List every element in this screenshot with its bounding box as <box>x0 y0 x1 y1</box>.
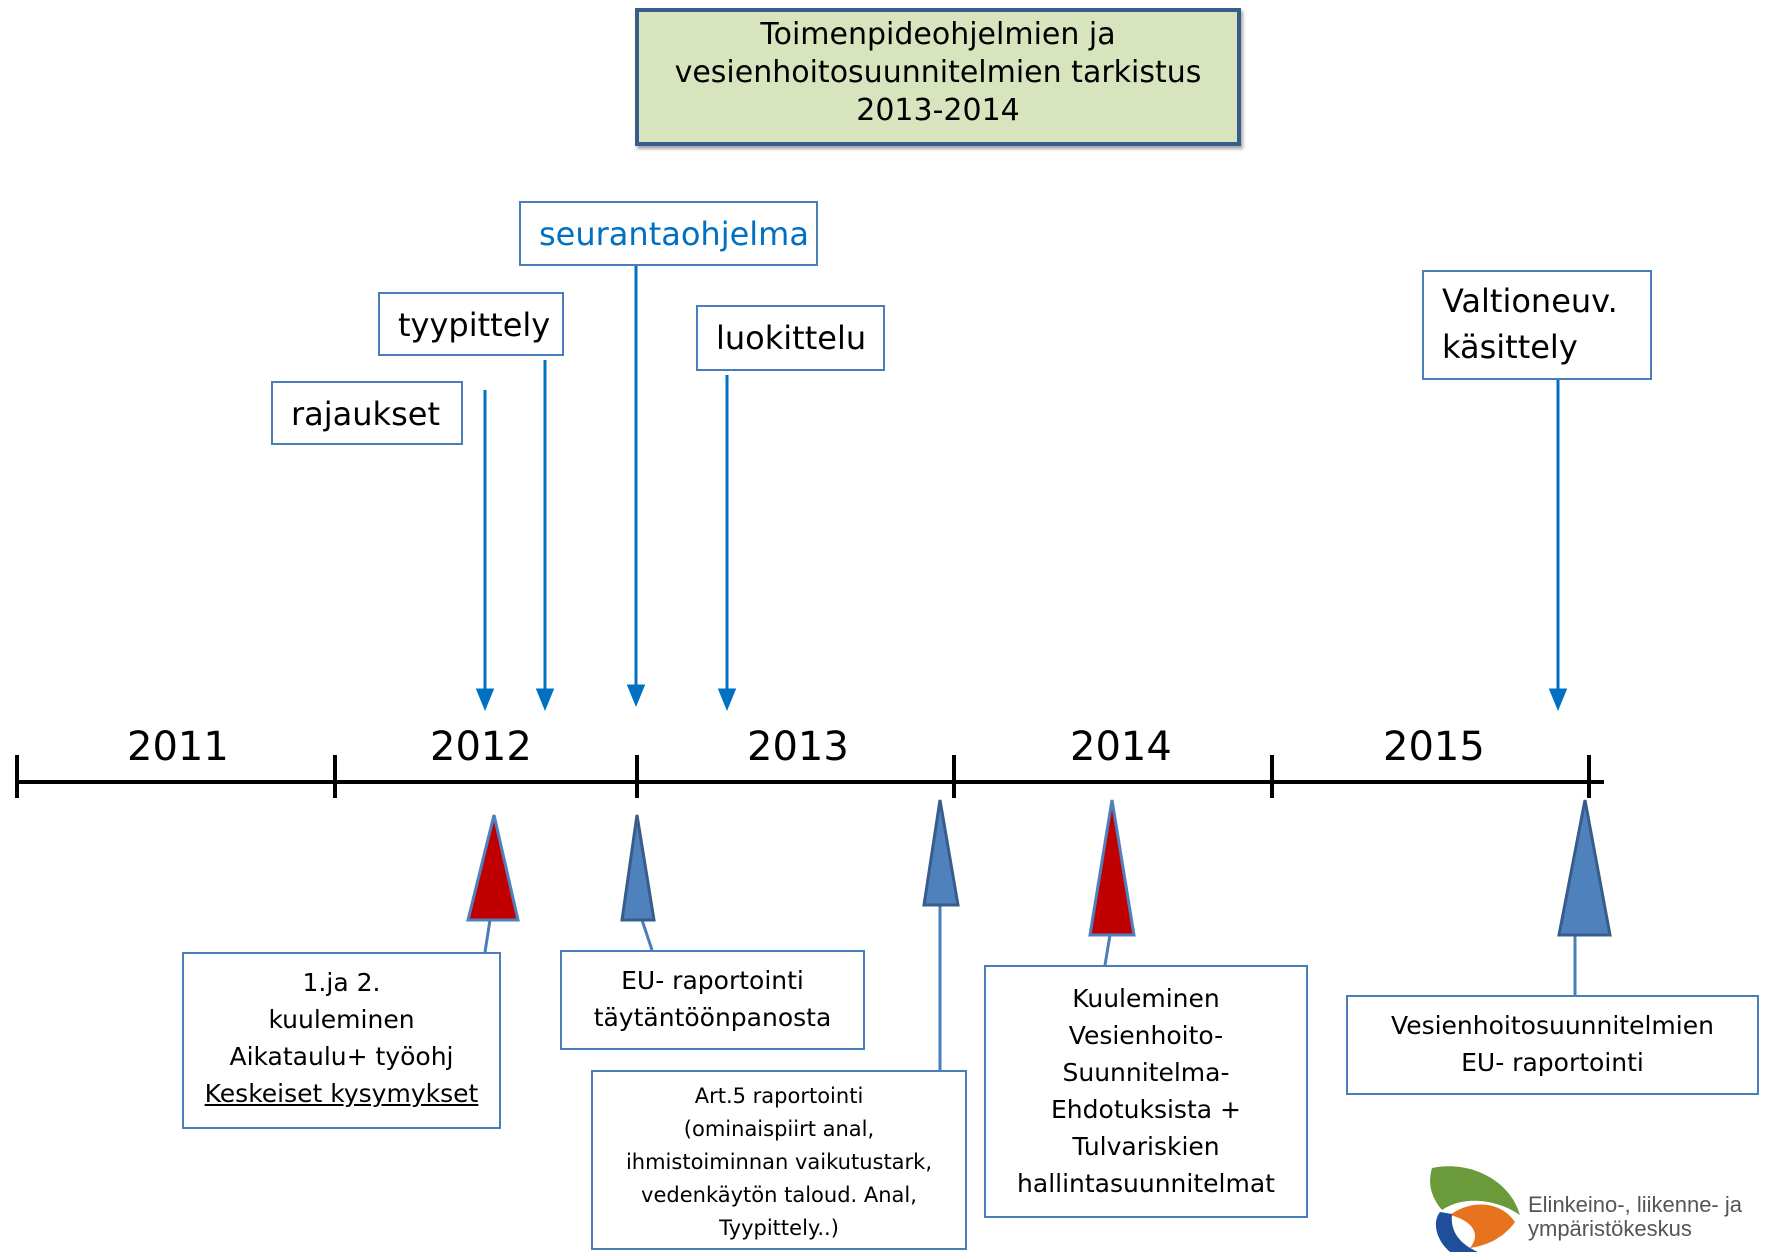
kuuleminen-1-box: 1.ja 2. kuuleminen Aikataulu+ työohj Kes… <box>182 952 501 1129</box>
title-line-2: vesienhoitosuunnitelmien tarkistus <box>674 55 1202 90</box>
label-rajaukset: rajaukset <box>291 395 440 433</box>
art5-line-4: vedenkäytön taloud. Anal, <box>641 1183 917 1207</box>
logo-text-line-1: Elinkeino-, liikenne- ja <box>1528 1192 1742 1217</box>
arrow-head-seurantaohjelma <box>626 684 646 707</box>
kuuleminen-1-line-1: 1.ja 2. <box>302 968 381 997</box>
down-arrows <box>475 265 1568 711</box>
vhs-eu-line-1: Vesienhoitosuunnitelmien <box>1391 1011 1714 1040</box>
red-triangle-2012 <box>466 814 520 922</box>
arrow-head-valtioneuv <box>1548 688 1568 711</box>
label-luokittelu: luokittelu <box>716 319 867 357</box>
label-rajaukset-box: rajaukset <box>271 381 463 445</box>
kuuleminen-1-line-3: Aikataulu+ työohj <box>229 1042 454 1071</box>
year-2011: 2011 <box>127 724 229 770</box>
year-2015: 2015 <box>1383 724 1485 770</box>
year-2014: 2014 <box>1070 724 1172 770</box>
year-2013: 2013 <box>747 724 849 770</box>
arrow-head-rajaukset <box>475 688 495 711</box>
kuuleminen-2-line-1: Kuuleminen <box>1072 984 1220 1013</box>
kuuleminen-2-line-4: Ehdotuksista + <box>1051 1095 1241 1124</box>
kuuleminen-2-line-6: hallintasuunnitelmat <box>1017 1169 1275 1198</box>
kuuleminen-2-line-5: Tulvariskien <box>1072 1132 1220 1161</box>
timeline-axis <box>15 755 1604 798</box>
art5-line-5: Tyypittely..) <box>719 1216 839 1240</box>
art5-line-1: Art.5 raportointi <box>694 1084 864 1108</box>
label-valtioneuv-box: Valtioneuv. käsittely <box>1422 270 1652 380</box>
title-line-3: 2013-2014 <box>856 93 1020 128</box>
label-seurantaohjelma-box: seurantaohjelma <box>519 201 818 266</box>
art5-line-3: ihmistoiminnan vaikutustark, <box>625 1150 933 1174</box>
vhs-eu-box: Vesienhoitosuunnitelmien EU- raportointi <box>1346 995 1759 1095</box>
kuuleminen-2-line-2: Vesienhoito- <box>1068 1021 1224 1050</box>
connectors <box>483 905 1577 1070</box>
label-tyypittely-box: tyypittely <box>378 292 564 356</box>
triangles <box>466 799 1612 937</box>
vhs-eu-line-2: EU- raportointi <box>1461 1048 1644 1077</box>
kuuleminen-2-box: Kuuleminen Vesienhoito- Suunnitelma- Ehd… <box>984 965 1308 1218</box>
logo-text: Elinkeino-, liikenne- ja ympäristökeskus <box>1528 1193 1742 1241</box>
kuuleminen-1-line-2: kuuleminen <box>268 1005 415 1034</box>
blue-triangle-2015 <box>1557 799 1612 937</box>
logo-mark <box>1430 1166 1520 1252</box>
label-valtioneuv-line-2: käsittely <box>1442 328 1578 366</box>
arrow-head-luokittelu <box>717 688 737 711</box>
label-valtioneuv-line-1: Valtioneuv. <box>1442 282 1618 320</box>
blue-triangle-2013 <box>620 814 656 922</box>
arrow-head-tyypittely <box>535 688 555 711</box>
title-line-1: Toimenpideohjelmien ja <box>760 17 1116 52</box>
eu-raportointi-line-2: täytäntöönpanosta <box>593 1003 832 1032</box>
eu-raportointi-box: EU- raportointi täytäntöönpanosta <box>560 950 865 1050</box>
eu-raportointi-line-1: EU- raportointi <box>621 966 804 995</box>
title-box: Toimenpideohjelmien ja vesienhoitosuunni… <box>635 8 1241 146</box>
label-luokittelu-box: luokittelu <box>696 305 885 371</box>
label-tyypittely: tyypittely <box>398 306 551 344</box>
red-triangle-2014 <box>1088 799 1136 937</box>
kuuleminen-2-line-3: Suunnitelma- <box>1062 1058 1230 1087</box>
label-seurantaohjelma: seurantaohjelma <box>539 215 809 253</box>
logo-text-line-2: ympäristökeskus <box>1528 1216 1692 1241</box>
art5-line-2: (ominaispiirt anal, <box>683 1117 875 1141</box>
art5-box: Art.5 raportointi (ominaispiirt anal, ih… <box>591 1070 967 1250</box>
year-2012: 2012 <box>430 724 532 770</box>
blue-triangle-2014 <box>922 799 960 907</box>
kuuleminen-1-line-4: Keskeiset kysymykset <box>204 1079 479 1108</box>
